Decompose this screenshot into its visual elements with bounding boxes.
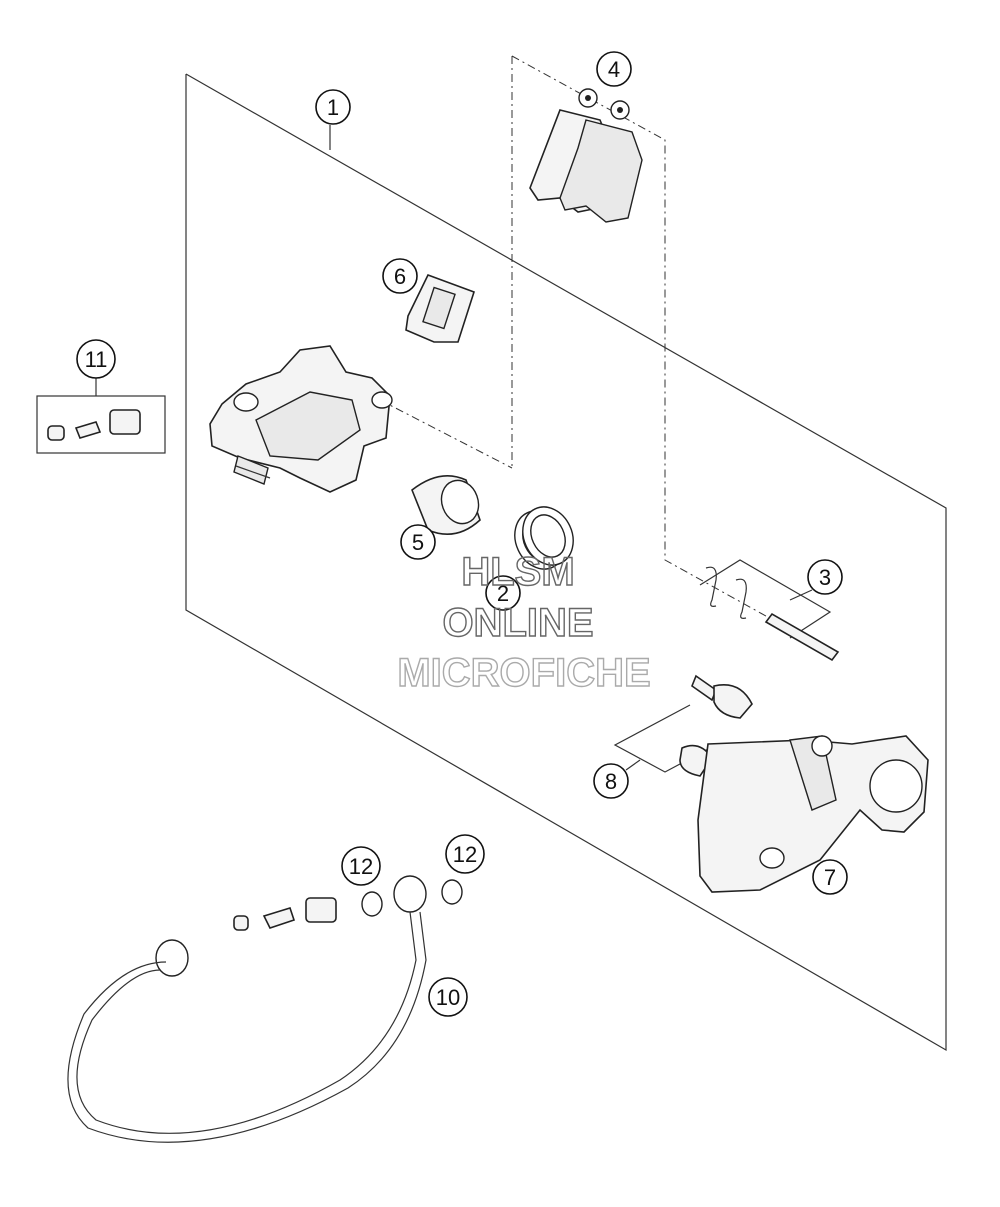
watermark-line-3: MICROFICHE	[397, 651, 650, 695]
callout-7: 7	[812, 859, 848, 895]
svg-text:4: 4	[608, 57, 620, 82]
callout-12-left: 12	[341, 846, 381, 886]
kit-3-frame	[699, 559, 832, 639]
svg-text:11: 11	[85, 347, 108, 372]
svg-text:12: 12	[453, 842, 477, 867]
callout-1: 1	[315, 89, 351, 125]
brake-caliper-body	[209, 345, 393, 493]
pad-group-dashed-frame	[379, 55, 821, 647]
svg-text:10: 10	[436, 985, 460, 1010]
svg-text:1: 1	[327, 95, 339, 120]
svg-text:2: 2	[497, 581, 509, 606]
brake-pads	[529, 88, 643, 223]
svg-text:3: 3	[819, 565, 831, 590]
callout-11: 11	[76, 339, 116, 379]
svg-text:8: 8	[605, 769, 617, 794]
svg-text:5: 5	[412, 530, 424, 555]
svg-text:12: 12	[349, 854, 373, 879]
callout-10: 10	[428, 977, 468, 1017]
callout-8: 8	[593, 763, 629, 799]
kit-11-frame	[36, 378, 166, 454]
caliper-support-bracket	[697, 735, 929, 893]
pad-spring	[405, 273, 475, 343]
brake-line-assembly	[67, 875, 463, 1143]
callout-3: 3	[807, 559, 843, 595]
piston-seal-kit	[514, 506, 574, 570]
svg-text:6: 6	[394, 264, 406, 289]
callout-5: 5	[400, 524, 436, 560]
callout-2: 2	[485, 575, 521, 611]
bleeder-screw-kit	[47, 409, 141, 441]
assembly-1-frame	[185, 73, 947, 1052]
callout-6: 6	[382, 258, 418, 294]
watermark-line-1: HLSM	[461, 550, 574, 594]
callout-4: 4	[596, 51, 632, 87]
callout-12-right: 12	[445, 834, 485, 874]
caliper-piston	[411, 474, 481, 536]
pad-pin-and-clips	[705, 566, 840, 662]
watermark: HLSM ONLINE MICROFICHE	[397, 549, 652, 695]
svg-text:7: 7	[824, 865, 836, 890]
watermark-line-2: ONLINE	[442, 601, 593, 645]
